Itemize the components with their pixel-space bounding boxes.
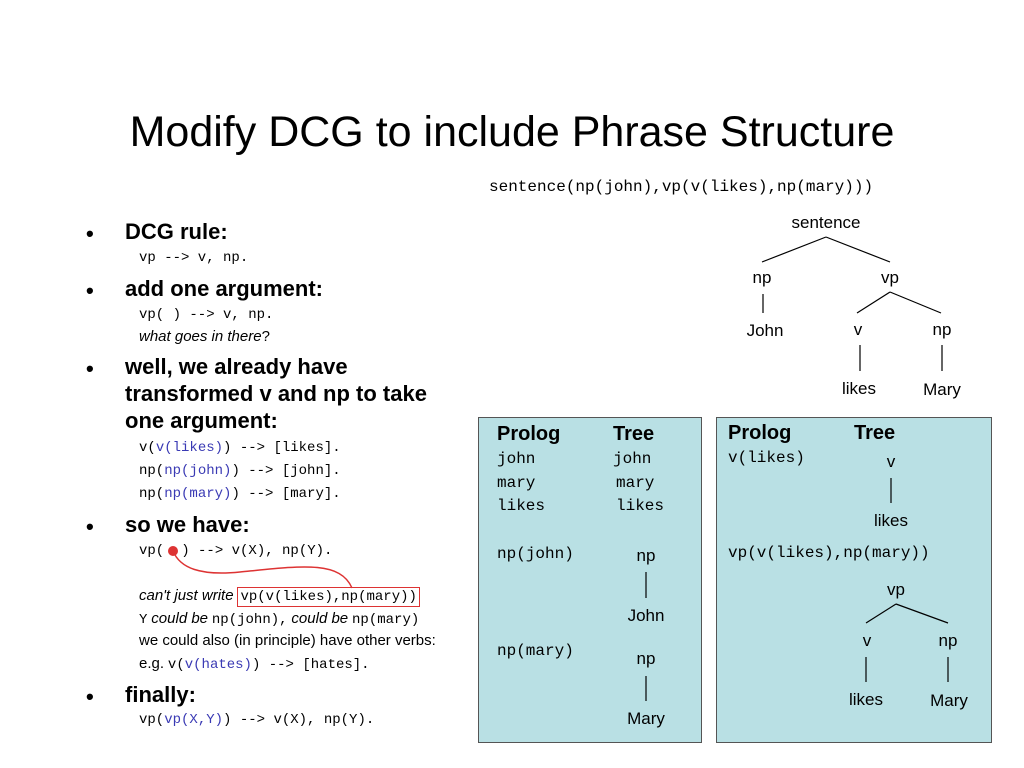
panel1-row5-prolog: np(mary) xyxy=(497,642,574,660)
eg-line: e.g. v(v(hates)) --> [hates]. xyxy=(139,655,370,673)
tree-node-np: np xyxy=(752,268,772,287)
panel2-vp-term: vp(v(likes),np(mary)) xyxy=(728,544,930,562)
code-finally: vp(vp(X,Y)) --> v(X), np(Y). xyxy=(139,712,375,728)
tree-leaf-mary: Mary xyxy=(923,380,961,399)
panel1-row5-np: np xyxy=(636,649,656,668)
bullet-4-dot: • xyxy=(86,514,94,539)
panel1-row1-tree: john xyxy=(613,450,652,468)
panel1-row3-tree: likes xyxy=(616,497,665,515)
panel2-likes-leaf: likes xyxy=(848,690,883,709)
bullet-transformed-l3: one argument: xyxy=(125,408,278,433)
prolog-tree-panel-2 xyxy=(716,417,992,743)
bullet-transformed-l1: well, we already have xyxy=(125,354,348,379)
question-line: what goes in there? xyxy=(139,328,270,345)
tree-node-sentence: sentence xyxy=(791,213,861,232)
bullet-so-we-have: so we have: xyxy=(125,512,250,537)
panel1-row4-leaf: John xyxy=(627,606,665,625)
tree-leaf-likes: likes xyxy=(841,379,876,398)
bullet-transformed-l2: transformed v and np to take xyxy=(125,381,427,406)
page-title: Modify DCG to include Phrase Structure xyxy=(129,108,895,156)
edge-vp-v xyxy=(856,291,891,314)
panel1-row5-leaf: Mary xyxy=(627,709,665,728)
bullet-add-argument: add one argument: xyxy=(125,276,324,301)
bullet-5-dot: • xyxy=(86,684,94,709)
bullet-2-dot: • xyxy=(86,278,94,303)
panel1-row2-prolog: mary xyxy=(497,474,536,492)
cant-write-line: can't just write vp(v(likes),np(mary)) xyxy=(139,587,420,607)
could-be-line: Y could be np(john), could be np(mary) xyxy=(139,610,420,628)
panel2-mary-leaf: Mary xyxy=(930,691,968,710)
panel1-header-tree: Tree xyxy=(613,423,655,445)
red-box-code: vp(v(likes),np(mary)) xyxy=(237,587,420,607)
bullet-dcg-rule: DCG rule: xyxy=(125,219,228,244)
prolog-tree-panel-1 xyxy=(478,417,702,743)
edge-sentence-vp xyxy=(825,236,891,263)
sentence-term: sentence(np(john),vp(v(likes),np(mary))) xyxy=(489,178,874,196)
question-mark: ? xyxy=(261,328,270,345)
code-dcg-rule: vp --> v, np. xyxy=(139,250,249,266)
panel2-v-term: v(likes) xyxy=(728,449,805,467)
edge-sentence-np xyxy=(761,236,827,263)
tree-node-v: v xyxy=(853,320,863,339)
panel2-v-leaf: likes xyxy=(873,511,908,530)
panel2-vp-node: vp xyxy=(887,580,905,599)
code-add-argument: vp( ) --> v, np. xyxy=(139,307,274,323)
panel2-v2-node: v xyxy=(862,631,872,650)
panel2-np2-node: np xyxy=(938,631,958,650)
edge-vp-np xyxy=(889,291,942,314)
panel1-header-prolog: Prolog xyxy=(497,423,561,445)
panel2-header-tree: Tree xyxy=(854,422,896,444)
panel1-row2-tree: mary xyxy=(616,474,655,492)
annotation-red-dot xyxy=(168,546,178,556)
tree-leaf-john: John xyxy=(746,321,784,340)
panel2-header-prolog: Prolog xyxy=(728,422,792,444)
panel1-row4-prolog: np(john) xyxy=(497,545,574,563)
other-verbs-line: we could also (in principle) have other … xyxy=(139,632,436,649)
panel2-v-node: v xyxy=(886,452,896,471)
question-text: what goes in there xyxy=(139,328,262,345)
panel1-row4-np: np xyxy=(636,546,656,565)
code-np-mary: np(np(mary)) --> [mary]. xyxy=(139,486,341,502)
tree-node-vp: vp xyxy=(881,268,899,287)
bullet-3-dot: • xyxy=(86,356,94,381)
bullet-1-dot: • xyxy=(86,221,94,246)
code-np-john: np(np(john)) --> [john]. xyxy=(139,463,341,479)
tree-node-np2: np xyxy=(932,320,952,339)
code-v-likes: v(v(likes)) --> [likes]. xyxy=(139,440,341,456)
panel1-row1-prolog: john xyxy=(497,450,536,468)
panel1-row3-prolog: likes xyxy=(497,497,546,515)
bullet-finally: finally: xyxy=(125,682,196,707)
